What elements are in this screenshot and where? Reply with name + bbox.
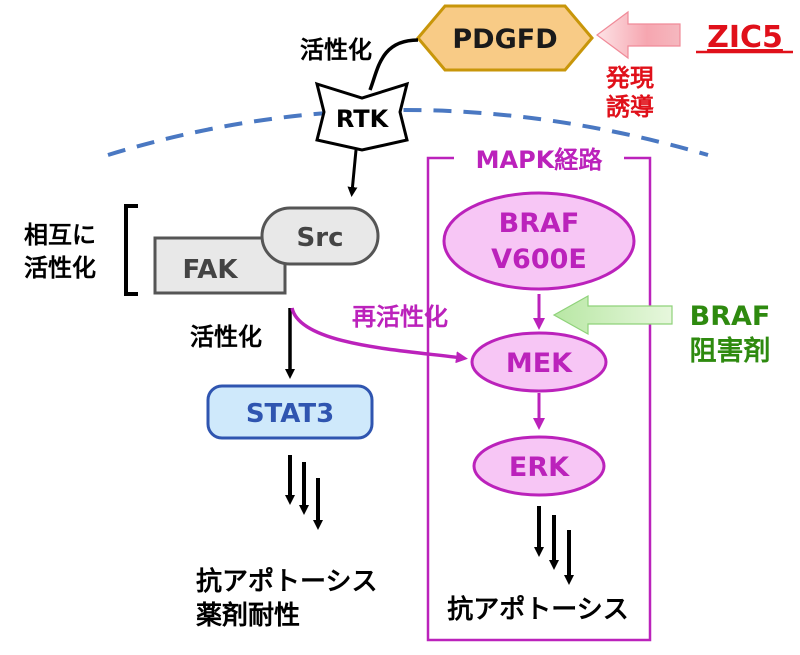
activation-rtk-label: 活性化 — [300, 36, 372, 64]
pdgfd-node — [416, 4, 594, 72]
braf-inhibitor-line2: 阻害剤 — [690, 335, 771, 367]
expression-induction-line2: 誘導 — [606, 93, 654, 121]
reactivation-label: 再活性化 — [352, 303, 448, 331]
outcome-right: 抗アポトーシス — [447, 594, 628, 625]
cell-membrane — [107, 108, 709, 157]
erk-label: ERK — [509, 452, 570, 483]
mek-label: MEK — [506, 348, 573, 379]
reactivation-curve — [290, 307, 468, 364]
pdgfd-rtk-curve — [368, 38, 419, 91]
zic5-induction-arrow — [595, 10, 681, 60]
rtk-label: RTK — [336, 105, 390, 133]
zic5-label: ZIC5 — [707, 20, 783, 55]
pdgfd-label: PDGFD — [452, 24, 557, 55]
outcome-left-line2: 薬剤耐性 — [196, 600, 300, 631]
expression-induction-line1: 発現 — [605, 64, 654, 92]
braf-label-line1: BRAF — [499, 208, 580, 239]
erk-triple-arrow — [534, 506, 574, 585]
braf-v600e-node — [442, 191, 636, 291]
mapk-pathway-title: MAPK経路 — [476, 146, 604, 174]
stat3-label: STAT3 — [246, 399, 334, 429]
mek-node — [470, 331, 608, 393]
activation-stat3-label: 活性化 — [190, 323, 262, 351]
mutual-activation-bracket — [124, 204, 138, 296]
stat3-triple-arrow — [285, 455, 323, 530]
braf-label-line2: V600E — [491, 244, 587, 275]
rtk-node — [314, 81, 410, 152]
rtk-to-src-arrow — [347, 149, 358, 197]
fak-label: FAK — [182, 255, 238, 285]
src-node — [260, 206, 380, 266]
braf-inhibitor-line1: BRAF — [690, 301, 771, 332]
braf-inhibitor-arrow — [552, 294, 673, 336]
outcome-left-line1: 抗アポトーシス — [196, 566, 377, 597]
mutual-activation-line1: 相互に — [24, 221, 96, 249]
stat3-node — [206, 384, 374, 440]
mutual-activation-line2: 活性化 — [24, 254, 96, 282]
mapk-title-bg — [454, 142, 624, 174]
src-label: Src — [297, 223, 344, 253]
erk-node — [472, 435, 606, 497]
